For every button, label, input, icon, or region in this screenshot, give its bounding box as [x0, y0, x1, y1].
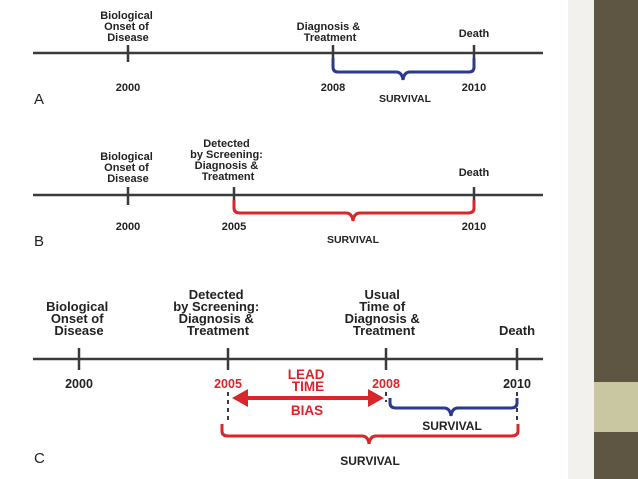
c-lead-time-label: LEAD TIME: [288, 367, 329, 394]
a-year-onset: 2000: [116, 82, 140, 94]
c-onset-label: Biological Onset of Disease: [46, 299, 112, 338]
a-year-diagnosis: 2008: [321, 82, 345, 94]
a-survival-brace: [331, 58, 476, 81]
panel-a: Biological Onset of Disease Diagnosis & …: [33, 10, 543, 108]
b-screening-label: Detected by Screening: Diagnosis & Treat…: [190, 138, 266, 183]
c-survival-long-brace: [220, 424, 520, 445]
b-survival-label: SURVIVAL: [327, 234, 380, 246]
c-year-onset: 2000: [65, 377, 93, 391]
b-survival-brace: [232, 200, 476, 222]
c-usual-label: Usual Time of Diagnosis & Treatment: [345, 287, 424, 338]
c-screening-label: Detected by Screening: Diagnosis & Treat…: [173, 287, 263, 338]
c-survival-short-label: SURVIVAL: [422, 419, 482, 433]
c-panel-letter: C: [34, 450, 45, 467]
b-year-onset: 2000: [116, 221, 140, 233]
c-bias-label: BIAS: [291, 403, 323, 418]
c-year-usual: 2008: [372, 377, 400, 391]
a-onset-label: Biological Onset of Disease: [100, 10, 156, 44]
a-survival-label: SURVIVAL: [379, 93, 432, 105]
c-lead-arrow-right-head: [368, 389, 384, 407]
a-death-label: Death: [459, 28, 490, 40]
side-accent-block: [594, 382, 638, 432]
c-survival-short-brace: [388, 398, 519, 417]
b-death-label: Death: [459, 167, 490, 179]
b-onset-label: Biological Onset of Disease: [100, 151, 156, 185]
b-year-screening: 2005: [222, 221, 246, 233]
a-panel-letter: A: [34, 91, 44, 108]
c-death-label: Death: [499, 323, 535, 338]
a-year-death: 2010: [462, 82, 486, 94]
a-diagnosis-label: Diagnosis & Treatment: [297, 21, 364, 44]
b-year-death: 2010: [462, 221, 486, 233]
c-year-death: 2010: [503, 377, 531, 391]
c-survival-long-label: SURVIVAL: [340, 454, 400, 468]
b-panel-letter: B: [34, 233, 44, 250]
panel-c: Biological Onset of Disease Detected by …: [33, 287, 543, 468]
c-year-screening: 2005: [214, 377, 242, 391]
panel-b: Biological Onset of Disease Detected by …: [33, 138, 543, 250]
c-lead-arrow-left-head: [232, 389, 248, 407]
lead-time-bias-diagram: Biological Onset of Disease Diagnosis & …: [33, 10, 543, 468]
